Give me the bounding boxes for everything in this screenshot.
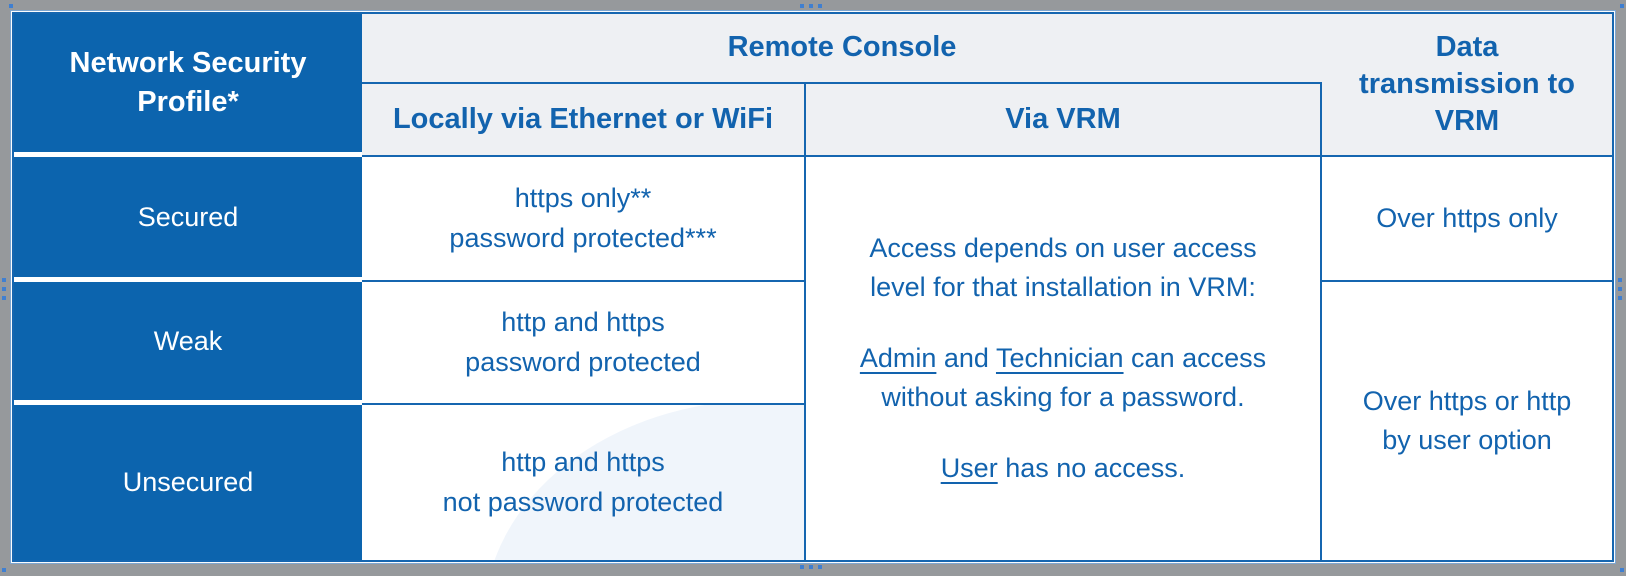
transmission-secured-label: Over https only: [1376, 202, 1558, 233]
access-level-paragraph: Access depends on user access level for …: [869, 229, 1256, 307]
handle-dot-icon: [1618, 278, 1622, 282]
header-cell-profile: Network Security Profile*: [14, 14, 362, 157]
user-access-paragraph: User has no access.: [941, 449, 1186, 488]
local-unsecured-line2: not password protected: [442, 486, 724, 517]
handle-dot-icon: [800, 4, 804, 8]
network-security-table: Network Security Profile* Remote Console…: [12, 12, 1614, 562]
header-cell-local: Locally via Ethernet or WiFi: [362, 84, 806, 157]
admin-technician-paragraph: Admin and Technician can access without …: [860, 339, 1266, 417]
local-weak-line2: password protected: [465, 346, 701, 377]
selection-corner-top-right[interactable]: [1620, 4, 1624, 8]
via-vrm-merged-cell: Access depends on user access level for …: [806, 157, 1322, 560]
no-access-text: has no access.: [997, 453, 1186, 484]
selection-handle-bottom[interactable]: [800, 565, 822, 569]
profile-secured-label: Secured: [137, 201, 239, 232]
handle-dot-icon: [2, 296, 6, 300]
handle-dot-icon: [2, 278, 6, 282]
handle-dot-icon: [1618, 287, 1622, 291]
header-cell-remote-console: Remote Console: [362, 14, 1322, 84]
local-weak-line1: http and https: [501, 307, 665, 338]
profile-cell-secured: Secured: [14, 157, 362, 282]
can-access-text: can access: [1123, 342, 1267, 373]
handle-dot-icon: [809, 565, 813, 569]
selection-handle-right[interactable]: [1618, 278, 1622, 300]
selection-corner-bottom-right[interactable]: [1620, 568, 1624, 572]
header-remote-console-label: Remote Console: [727, 31, 957, 64]
admin-underlined-text: Admin: [859, 342, 937, 373]
header-cell-data-transmission: Data transmission to VRM: [1322, 14, 1612, 157]
profile-weak-label: Weak: [153, 325, 223, 356]
selection-handle-top[interactable]: [800, 4, 822, 8]
selection-corner-top-left[interactable]: [9, 4, 13, 8]
transmission-merged-line1: Over https or http: [1362, 385, 1572, 416]
transmission-merged-line2: by user option: [1382, 425, 1552, 455]
handle-dot-icon: [2, 287, 6, 291]
handle-dot-icon: [1618, 296, 1622, 300]
selection-corner-bottom-left[interactable]: [2, 568, 6, 572]
access-level-line1: Access depends on user access: [869, 232, 1257, 263]
local-secured-line1: https only**: [514, 183, 652, 214]
user-underlined-text: User: [940, 453, 998, 484]
admin-technician-line1: Admin and Technician can access: [860, 339, 1266, 378]
technician-underlined-text: Technician: [995, 342, 1124, 373]
transmission-cell-secured: Over https only: [1322, 157, 1612, 282]
transmission-cell-merged: Over https or http by user option: [1322, 282, 1612, 560]
local-cell-weak: http and https password protected: [362, 282, 806, 405]
handle-dot-icon: [800, 565, 804, 569]
local-secured-line2: password protected***: [449, 222, 717, 253]
access-level-line2: level for that installation in VRM:: [870, 271, 1256, 302]
handle-dot-icon: [818, 4, 822, 8]
header-data-transmission-label: Data transmission to VRM: [1359, 30, 1575, 138]
header-local-label: Locally via Ethernet or WiFi: [392, 102, 774, 135]
header-via-vrm-label: Via VRM: [1005, 102, 1121, 135]
local-cell-secured: https only** password protected***: [362, 157, 806, 282]
admin-technician-line2: without asking for a password.: [881, 382, 1245, 413]
header-cell-via-vrm: Via VRM: [806, 84, 1322, 157]
and-text: and: [936, 342, 996, 373]
profile-cell-weak: Weak: [14, 282, 362, 405]
local-cell-unsecured: http and https not password protected: [362, 405, 806, 560]
handle-dot-icon: [818, 565, 822, 569]
local-unsecured-line1: http and https: [501, 447, 665, 478]
header-profile-label: Network Security Profile*: [69, 46, 307, 118]
profile-cell-unsecured: Unsecured: [14, 405, 362, 560]
handle-dot-icon: [809, 4, 813, 8]
profile-unsecured-label: Unsecured: [122, 467, 254, 497]
selection-handle-left[interactable]: [2, 278, 6, 300]
